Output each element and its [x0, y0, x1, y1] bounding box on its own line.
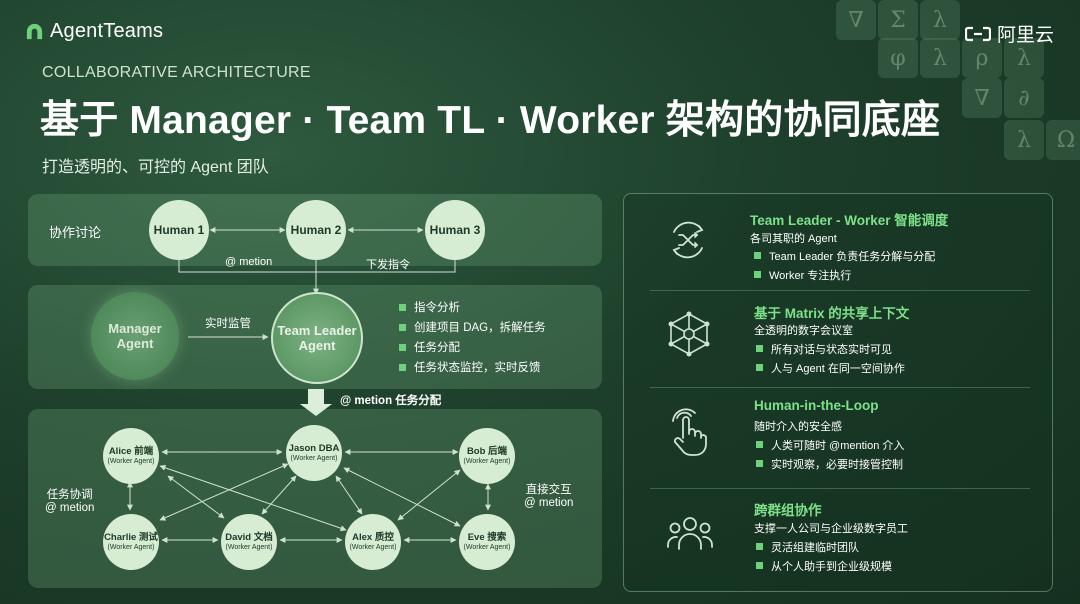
section-divider: [650, 488, 1030, 489]
worker-node-bob: Bob 后端(Worker Agent): [459, 428, 515, 484]
feature-bullets: Team Leader 负责任务分解与分配 Worker 专注执行: [754, 246, 935, 284]
page-title: 基于 Manager · Team TL · Worker 架构的协同底座: [40, 99, 941, 142]
human-node: Human 3: [425, 200, 485, 260]
worker-node-david: David 文档(Worker Agent): [221, 514, 277, 570]
worker-node-charlie: Charlie 测试(Worker Agent): [103, 514, 159, 570]
feature-subtitle: 全透明的数字会议室: [754, 325, 853, 337]
direct-interaction-label: 直接交互 @ metion: [524, 484, 574, 509]
list-item: 灵活组建临时团队: [756, 537, 892, 556]
glyph-tile: λ: [920, 38, 960, 78]
list-item: 从个人助手到企业级规模: [756, 556, 892, 575]
worker-node-jason: Jason DBA(Worker Agent): [286, 425, 342, 481]
section-divider: [650, 290, 1030, 291]
edge-label-monitor: 实时监管: [205, 318, 251, 330]
manager-agent-label: Manager Agent: [108, 321, 162, 351]
glyph-tile: ∂: [1004, 78, 1044, 118]
list-item: 指令分析: [399, 297, 546, 317]
shuffle-icon: [672, 221, 704, 259]
list-item: 所有对话与状态实时可见: [756, 339, 905, 358]
page-subtitle: 打造透明的、可控的 Agent 团队: [42, 159, 269, 176]
glyph-tile: Σ: [878, 0, 918, 40]
worker-node-eve: Eve 搜索(Worker Agent): [459, 514, 515, 570]
app-logo[interactable]: AgentTeams: [25, 20, 163, 43]
logo-text: AgentTeams: [50, 20, 164, 42]
team-leader-duties: 指令分析 创建项目 DAG，拆解任务 任务分配 任务状态监控，实时反馈: [399, 297, 546, 377]
bullet-square: [399, 303, 406, 311]
bullet-square: [756, 441, 763, 448]
feature-bullets: 灵活组建临时团队 从个人助手到企业级规模: [756, 537, 892, 575]
glyph-tile: λ: [920, 0, 960, 40]
feature-subtitle: 随时介入的安全感: [754, 421, 842, 433]
list-item: 人与 Agent 在同一空间协作: [756, 358, 905, 377]
bullet-square: [756, 543, 763, 550]
human-node: Human 2: [286, 200, 346, 260]
feature-bullets: 人类可随时 @mention 介入 实时观察，必要时接管控制: [756, 435, 904, 473]
coordination-label: 任务协调 @ metion: [45, 489, 95, 514]
glyph-tile: ∇: [962, 78, 1002, 118]
feature-section-hitl: Human-in-the-Loop 随时介入的安全感 人类可随时 @mentio…: [624, 388, 1052, 487]
glyph-tile: φ: [878, 38, 918, 78]
edge-humans-bracket: [178, 260, 456, 273]
feature-subtitle: 支撑一人公司与企业级数字员工: [754, 523, 908, 535]
agentteams-logo-icon: [26, 23, 43, 40]
bullet-square: [754, 271, 761, 278]
hand-pointer-icon: [672, 408, 707, 456]
list-item: 任务分配: [399, 337, 546, 357]
bullet-square: [756, 562, 763, 569]
list-item: 人类可随时 @mention 介入: [756, 435, 904, 454]
glyph-tile: λ: [1004, 120, 1044, 160]
brand-text: 阿里云: [996, 25, 1054, 46]
worker-node-alex: Alex 质控(Worker Agent): [345, 514, 401, 570]
team-leader-agent-label: Team Leader Agent: [277, 323, 357, 353]
feature-title: 基于 Matrix 的共享上下文: [754, 306, 910, 321]
group-icon: [667, 517, 713, 550]
team-leader-agent-node: Team Leader Agent: [271, 292, 363, 384]
feature-title: 跨群组协作: [754, 503, 822, 518]
bullet-square: [756, 460, 763, 467]
edge-label-mention: @ metion: [225, 256, 273, 268]
feature-section-cross-group: 跨群组协作 支撑一人公司与企业级数字员工 灵活组建临时团队 从个人助手到企业级规…: [624, 489, 1052, 589]
diagram-connectors: [127, 227, 491, 543]
list-item: Worker 专注执行: [754, 265, 935, 284]
glyph-tile: λ: [1004, 38, 1044, 78]
bullet-square: [399, 323, 406, 331]
list-item: 创建项目 DAG，拆解任务: [399, 317, 546, 337]
list-item: 实时观察，必要时接管控制: [756, 454, 904, 473]
human-node: Human 1: [149, 200, 209, 260]
arrow-label-assign: @ metion 任务分配: [340, 395, 442, 407]
bullet-square: [756, 345, 763, 352]
bullet-square: [754, 252, 761, 259]
eyebrow-label: COLLABORATIVE ARCHITECTURE: [42, 64, 311, 81]
list-item: Team Leader 负责任务分解与分配: [754, 246, 935, 265]
worker-node-alice: Alice 前端(Worker Agent): [103, 428, 159, 484]
edge-label-command: 下发指令: [366, 259, 410, 271]
discussion-label: 协作讨论: [49, 225, 102, 240]
manager-agent-node: Manager Agent: [91, 292, 179, 380]
feature-section-scheduling: Team Leader - Worker 智能调度 各司其职的 Agent Te…: [624, 194, 1052, 290]
list-item: 任务状态监控，实时反馈: [399, 357, 546, 377]
glyph-tile: Ω: [1046, 120, 1080, 160]
aliyun-logo-icon: [964, 26, 991, 41]
bullet-square: [756, 364, 763, 371]
feature-title: Human-in-the-Loop: [754, 398, 879, 413]
feature-bullets: 所有对话与状态实时可见 人与 Agent 在同一空间协作: [756, 339, 905, 377]
section-divider: [650, 387, 1030, 388]
network-icon: [668, 311, 710, 357]
feature-subtitle: 各司其职的 Agent: [750, 233, 837, 245]
glyph-tile: ρ: [962, 38, 1002, 78]
down-arrow: [300, 389, 332, 416]
glyph-tile: ∇: [836, 0, 876, 40]
features-panel: Team Leader - Worker 智能调度 各司其职的 Agent Te…: [623, 193, 1053, 592]
feature-section-context: 基于 Matrix 的共享上下文 全透明的数字会议室 所有对话与状态实时可见 人…: [624, 291, 1052, 386]
brand-logo: 阿里云: [964, 20, 1054, 47]
feature-title: Team Leader - Worker 智能调度: [750, 213, 949, 228]
bullet-square: [399, 363, 406, 371]
bullet-square: [399, 343, 406, 351]
